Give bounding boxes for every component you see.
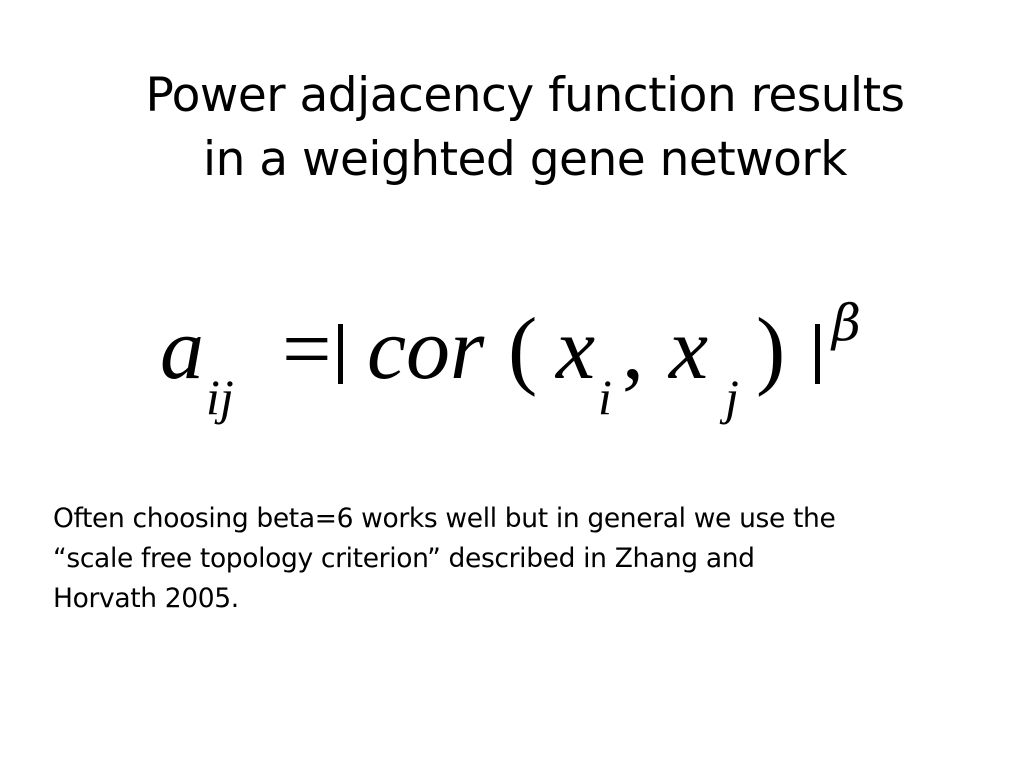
formula-beta-exponent: β bbox=[832, 294, 861, 352]
body-paragraph: Often choosing beta=6 works well but in … bbox=[53, 499, 983, 619]
formula-x-j: x bbox=[669, 301, 709, 398]
formula-cor: cor bbox=[367, 301, 485, 398]
body-line-2: “scale free topology criterion” describe… bbox=[53, 543, 755, 574]
title-line-2: in a weighted gene network bbox=[203, 132, 847, 187]
formula-x-j-subscript: j bbox=[725, 369, 739, 425]
formula-a: a bbox=[160, 301, 204, 398]
formula-a-subscript: ij bbox=[206, 369, 234, 425]
formula-abs-bar-right bbox=[815, 324, 820, 384]
formula-open-paren: ( bbox=[508, 301, 538, 398]
formula-close-paren: ) bbox=[756, 301, 786, 398]
body-line-3: Horvath 2005. bbox=[53, 583, 239, 614]
formula-equals: = bbox=[282, 301, 332, 398]
title-line-1: Power adjacency function results bbox=[145, 68, 905, 123]
formula-x-i-subscript: i bbox=[598, 369, 612, 425]
slide-title: Power adjacency function results in a we… bbox=[0, 64, 1024, 192]
body-line-1: Often choosing beta=6 works well but in … bbox=[53, 503, 836, 534]
formula-abs-bar-left bbox=[338, 324, 343, 384]
formula-x-i: x bbox=[556, 301, 596, 398]
formula-comma: , bbox=[622, 301, 644, 398]
